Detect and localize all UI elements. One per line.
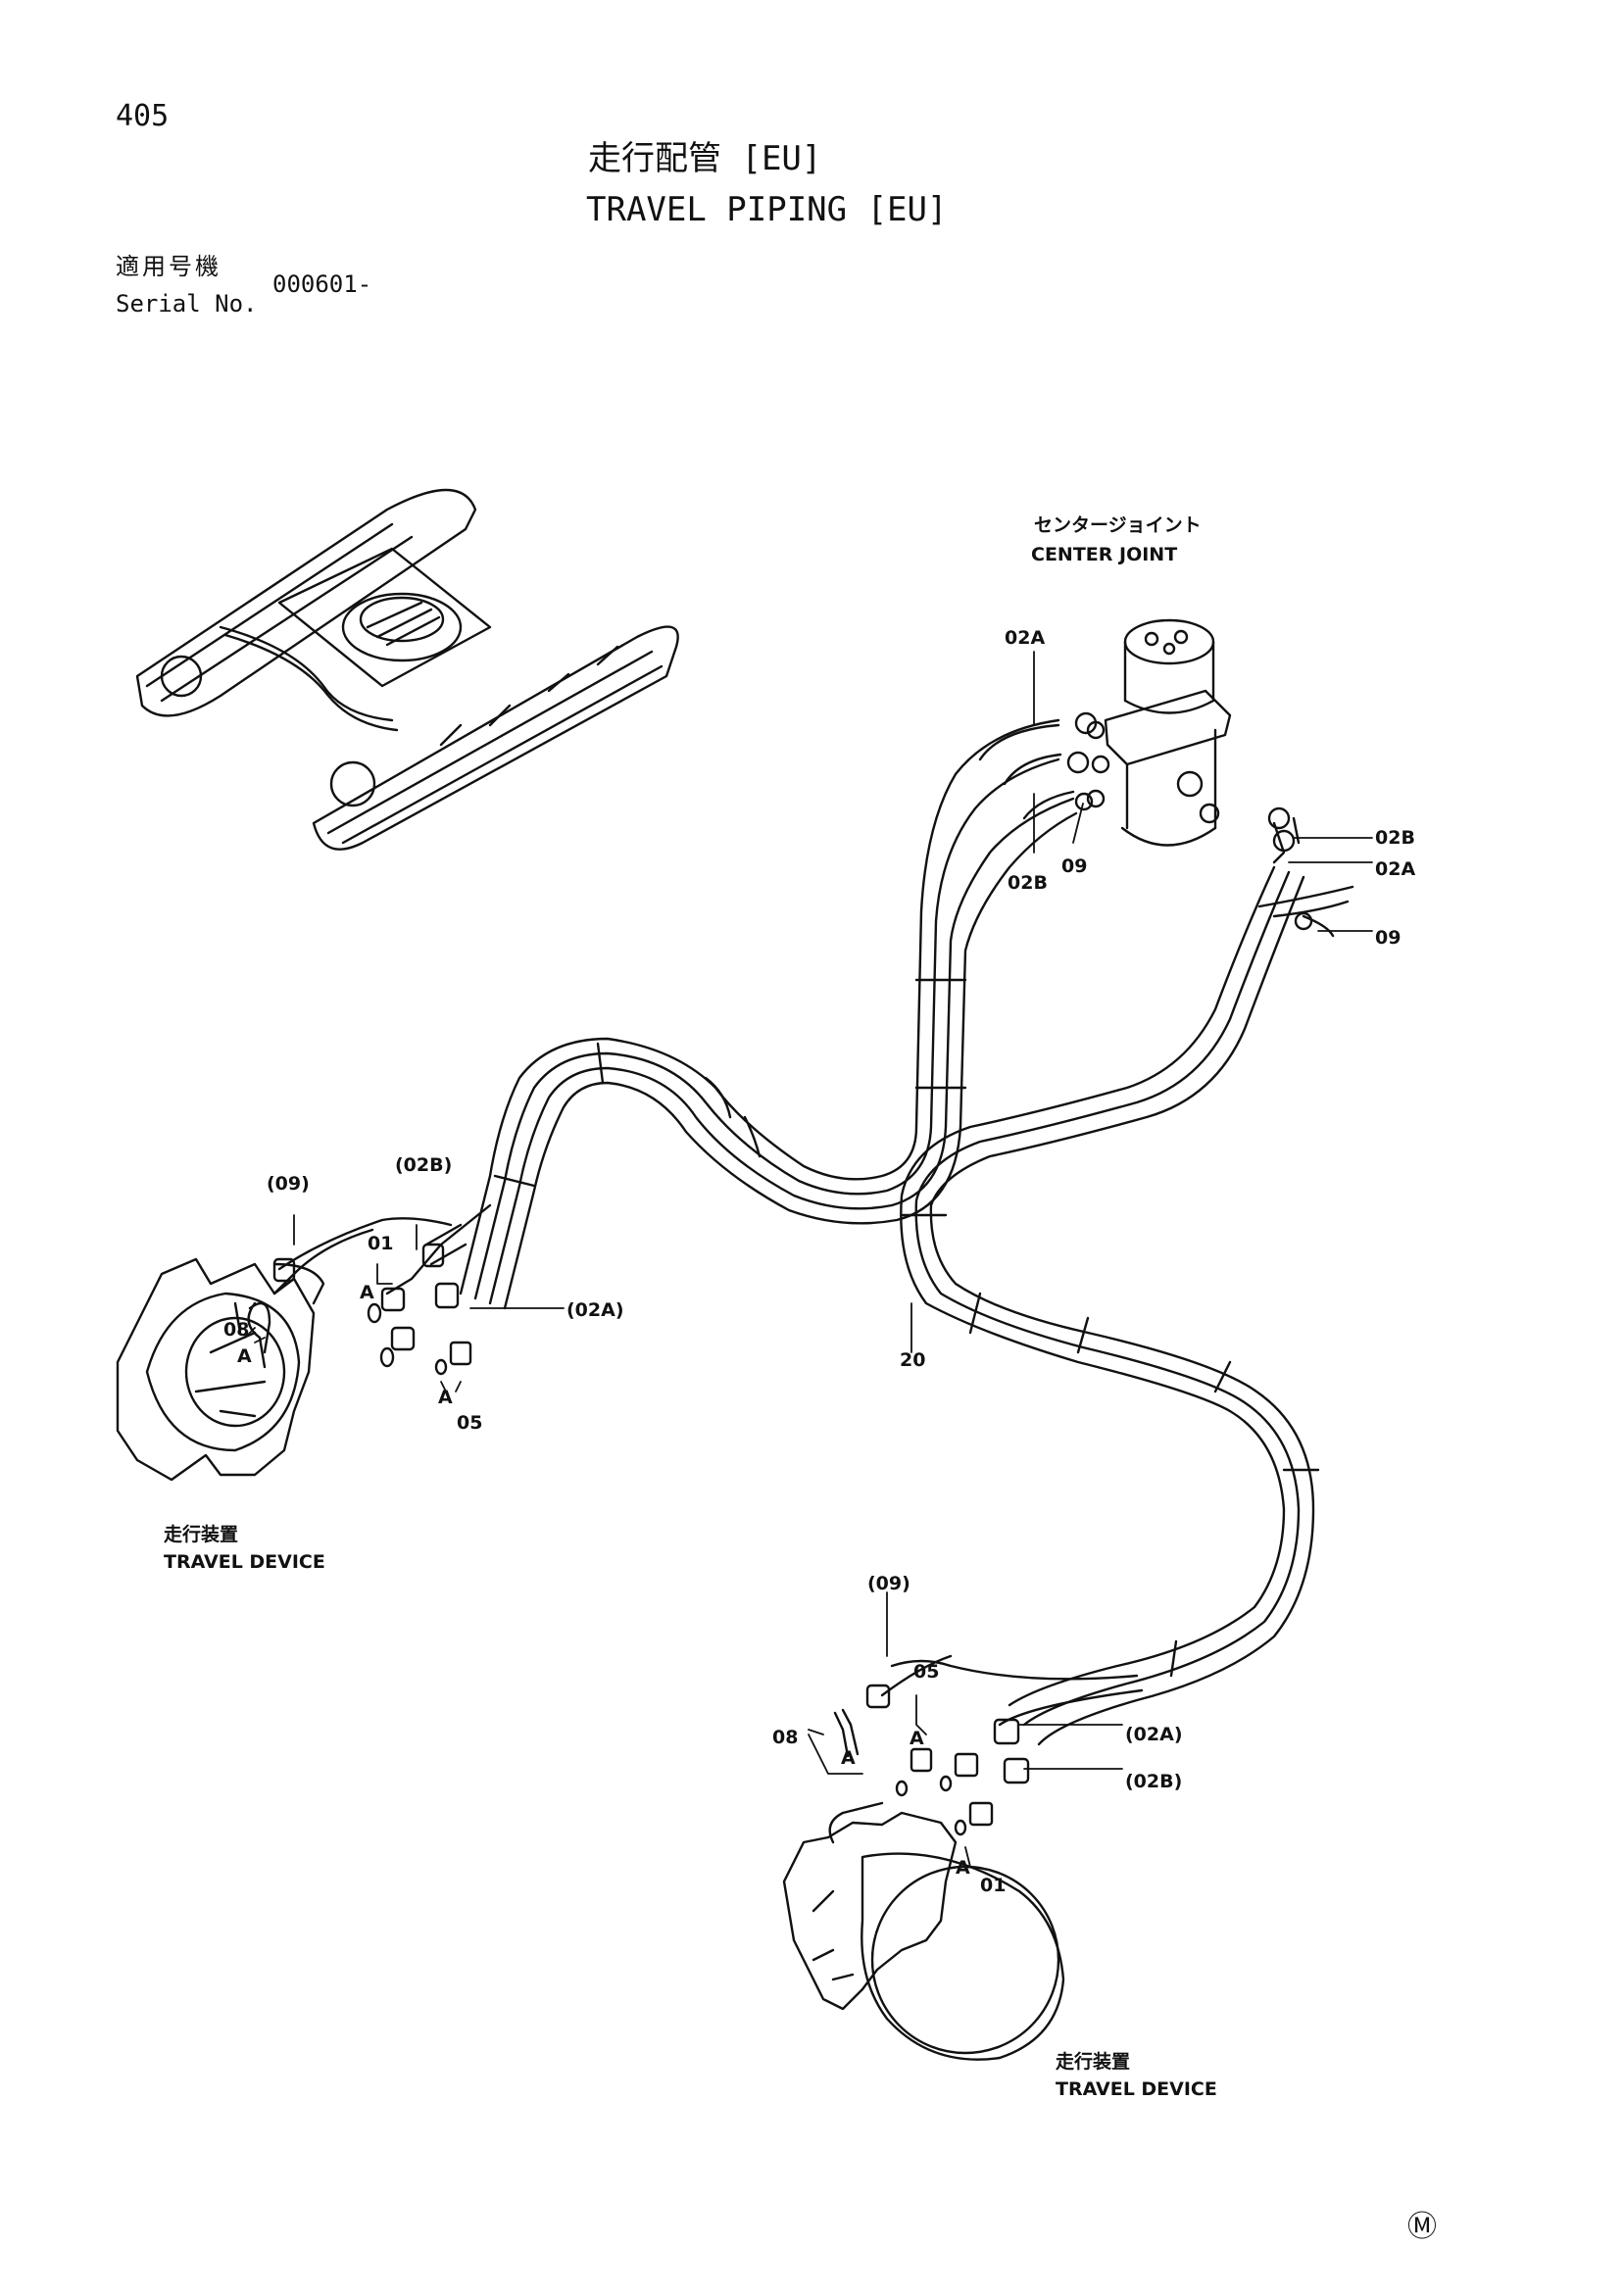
callout-p02a-right: (02A) <box>1125 1724 1183 1745</box>
callout-02b-center: 02B <box>1008 872 1048 894</box>
travel-device-right <box>782 1801 1065 2061</box>
callout-08-left: 08 <box>223 1319 249 1341</box>
page-title-en: TRAVEL PIPING [EU] <box>586 190 948 229</box>
footer-mark: Ⓜ <box>1407 2211 1437 2243</box>
callout-02a-top: 02A <box>1005 627 1045 649</box>
callout-a-left-3: A <box>438 1387 453 1408</box>
callout-05-left: 05 <box>457 1412 482 1434</box>
fittings-right <box>833 1654 1030 1836</box>
serial-label: Serial No. <box>116 290 258 318</box>
callout-p02b-right: (02B) <box>1125 1771 1182 1792</box>
center-joint <box>1086 618 1232 847</box>
hose-bundle-right <box>890 865 1354 1746</box>
callout-08-right: 08 <box>772 1727 798 1748</box>
callout-p02a-left: (02A) <box>566 1299 624 1321</box>
center-joint-label-jp: センタージョイント <box>1034 514 1202 536</box>
page-number: 405 <box>116 99 170 133</box>
callout-labels: センタージョイント CENTER JOINT 02A 02B 09 02B 02… <box>164 514 1415 2100</box>
center-joint-hoses <box>978 711 1335 938</box>
callout-p09-left: (09) <box>267 1173 310 1195</box>
callout-a-left-2: A <box>237 1345 252 1367</box>
travel-device-left <box>116 1257 325 1482</box>
callout-09-right: 09 <box>1375 927 1401 949</box>
applicable-model-label: 適用号機 <box>116 253 221 280</box>
callout-p02b-left: (02B) <box>395 1154 452 1176</box>
travel-device-right-label-jp: 走行装置 <box>1056 2050 1130 2073</box>
callout-a-right-1: A <box>841 1747 856 1769</box>
fittings-left <box>247 1217 472 1376</box>
callout-09-center: 09 <box>1061 855 1087 877</box>
hose-bundle-left <box>272 718 1078 1310</box>
callout-a-left-1: A <box>360 1282 374 1303</box>
serial-value: 000601- <box>272 270 372 298</box>
callout-05-right: 05 <box>913 1661 939 1683</box>
travel-device-left-label-en: TRAVEL DEVICE <box>164 1551 325 1573</box>
callout-02b-right: 02B <box>1375 827 1415 849</box>
callout-01-right: 01 <box>980 1875 1006 1896</box>
callout-01-left: 01 <box>368 1233 393 1254</box>
travel-device-left-label-jp: 走行装置 <box>164 1523 238 1545</box>
travel-device-right-label-en: TRAVEL DEVICE <box>1056 2078 1217 2100</box>
page-title-jp: 走行配管 [EU] <box>588 139 822 178</box>
callout-02a-right: 02A <box>1375 858 1415 880</box>
callout-a-right-3: A <box>956 1857 970 1879</box>
center-joint-label-en: CENTER JOINT <box>1031 544 1177 565</box>
leader-lines <box>244 651 1373 1868</box>
callout-a-right-2: A <box>910 1728 924 1749</box>
callout-20: 20 <box>900 1349 925 1371</box>
undercarriage-overview <box>135 488 679 851</box>
callout-p09-right: (09) <box>867 1573 910 1594</box>
